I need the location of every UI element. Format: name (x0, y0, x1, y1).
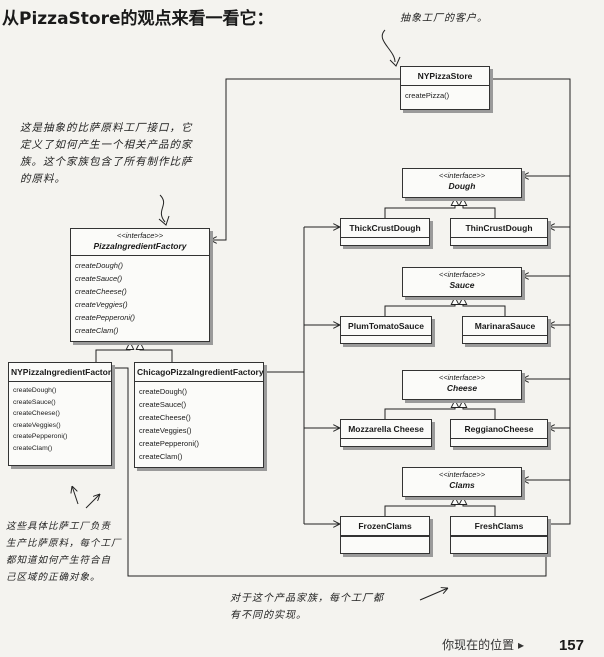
class-chicago-ingredient-factory: ChicagoPizzaIngredientFactory createDoug… (134, 362, 264, 468)
page-title: 从PizzaStore的观点来看一看它： (2, 9, 274, 29)
class-reggiano-cheese: ReggianoCheese (450, 419, 548, 447)
interface-clams: <<interface>> Clams (402, 467, 522, 497)
class-mozzarella-cheese: Mozzarella Cheese (340, 419, 432, 447)
class-thick-crust-dough: ThickCrustDough (340, 218, 430, 246)
class-frozen-clams: FrozenClams (340, 516, 430, 554)
method-list: createPizza() (405, 91, 450, 100)
class-fresh-clams: FreshClams (450, 516, 548, 554)
class-nypizzastore: NYPizzaStore createPizza() (400, 66, 490, 110)
interface-pizza-ingredient-factory: <<interface>> PizzaIngredientFactory cre… (70, 228, 210, 342)
implementations-note: 对于这个产品家族，每个工厂都 有不同的实现。 (230, 593, 384, 621)
class-plum-tomato-sauce: PlumTomatoSauce (340, 316, 432, 344)
interface-cheese: <<interface>> Cheese (402, 370, 522, 400)
concrete-factories-note: 这些具体比萨工厂负责 生产比萨原料，每个工厂 都知道如何产生符合自 己区域的正确… (6, 521, 122, 583)
class-thin-crust-dough: ThinCrustDough (450, 218, 548, 246)
class-ny-ingredient-factory: NYPizzaIngredientFactory createDough() c… (8, 362, 112, 466)
interface-dough: <<interface>> Dough (402, 168, 522, 198)
method-list: createDough() createSauce() createCheese… (75, 261, 136, 335)
abstract-factory-note: 这是抽象的比萨原料工厂接口，它 定义了如何产生一个相关产品的家 族。这个家族包含… (20, 122, 193, 185)
footer-nav-label: 你现在的位置 ▸ (442, 638, 524, 652)
class-marinara-sauce: MarinaraSauce (462, 316, 548, 344)
page-number: 157 (558, 637, 584, 654)
class-name: NYPizzaStore (401, 67, 489, 86)
interface-sauce: <<interface>> Sauce (402, 267, 522, 297)
client-note: 抽象工厂的客户。 (400, 13, 488, 24)
